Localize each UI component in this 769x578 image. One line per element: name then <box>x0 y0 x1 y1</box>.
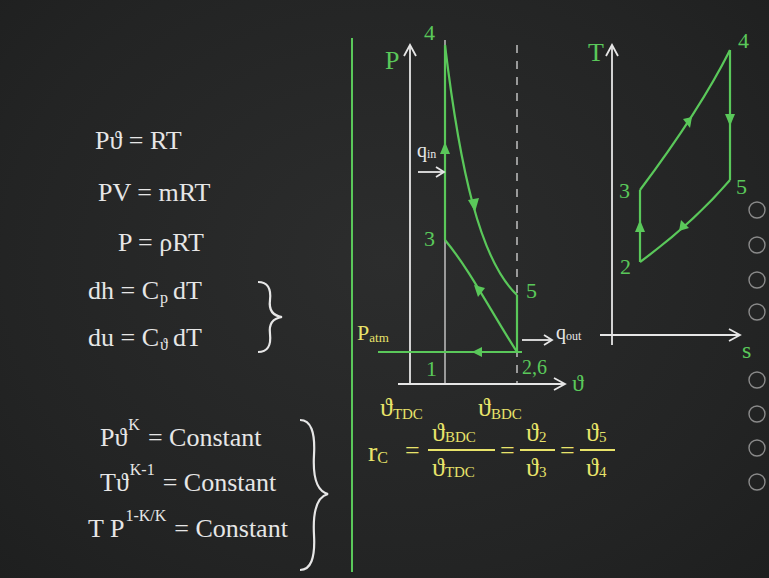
equation: = Constant <box>163 470 277 496</box>
brace <box>300 420 328 570</box>
heat-arrow <box>418 167 552 345</box>
equation: du = C <box>88 325 159 351</box>
superscript: K-1 <box>130 462 155 478</box>
subscript: p <box>160 290 168 306</box>
subscript: TDC <box>393 407 423 422</box>
ts-axes <box>600 45 740 345</box>
subscript: 2 <box>539 430 547 445</box>
subscript: out <box>566 330 581 342</box>
equation: = Constant <box>148 425 262 451</box>
denominator: ϑ <box>432 455 445 481</box>
equals-sign: = <box>500 438 515 464</box>
subscript: TDC <box>445 465 475 480</box>
state-number: 5 <box>526 280 537 302</box>
numerator: ϑ <box>526 420 539 446</box>
state-number: 5 <box>736 176 747 198</box>
superscript: K <box>128 417 140 433</box>
otto-cycle-pv <box>378 45 522 352</box>
axis-label: s <box>742 338 751 362</box>
flow-arrowheads <box>635 114 735 232</box>
numerator: ϑ <box>586 420 599 446</box>
brace <box>258 282 282 352</box>
subscript: BDC <box>445 430 476 445</box>
state-number: 4 <box>738 30 749 52</box>
state-number: 3 <box>424 228 435 250</box>
subscript: 3 <box>539 465 547 480</box>
equation: dT <box>173 325 202 351</box>
equals-sign: = <box>560 438 575 464</box>
player-icons <box>749 202 765 490</box>
axis-label: T <box>588 40 604 66</box>
denominator: ϑ <box>526 455 539 481</box>
heat-label: q <box>556 322 566 342</box>
subscript: BDC <box>491 407 522 422</box>
otto-cycle-ts <box>640 50 730 262</box>
equation: Tϑ <box>100 470 129 496</box>
subscript: ϑ <box>160 337 168 353</box>
state-number: 3 <box>619 180 630 202</box>
subscript: C <box>377 450 388 466</box>
superscript: 1-K/K <box>125 508 166 524</box>
equation: Pϑ = RT <box>95 128 182 154</box>
heat-label: q <box>417 140 427 160</box>
state-number: 2,6 <box>522 357 547 377</box>
state-number: 1 <box>426 358 437 380</box>
equation: = Constant <box>174 516 288 542</box>
fraction-bar <box>428 449 615 451</box>
subscript: atm <box>369 331 389 344</box>
subscript: in <box>427 148 436 160</box>
volume-label: ϑ <box>478 395 491 421</box>
pv-axes <box>398 40 565 390</box>
state-number: 4 <box>424 22 435 44</box>
state-number: 2 <box>620 256 631 278</box>
equation: T P <box>88 516 124 542</box>
flow-arrowheads <box>440 142 485 357</box>
equation: PV = mRT <box>98 180 210 206</box>
subscript: 4 <box>599 465 607 480</box>
volume-label: ϑ <box>380 395 393 421</box>
divider-line <box>351 38 353 572</box>
equals-sign: = <box>405 438 420 464</box>
equation: dT <box>173 278 202 304</box>
subscript: 5 <box>599 430 607 445</box>
equation: dh = C <box>88 278 159 304</box>
axis-label: P <box>385 48 399 74</box>
axis-label: ϑ <box>572 371 584 395</box>
ratio-symbol: r <box>368 438 377 466</box>
denominator: ϑ <box>586 455 599 481</box>
equation: P = ρRT <box>118 230 204 256</box>
pressure-label: P <box>357 322 369 344</box>
equation: Pϑ <box>100 425 127 451</box>
numerator: ϑ <box>432 420 445 446</box>
